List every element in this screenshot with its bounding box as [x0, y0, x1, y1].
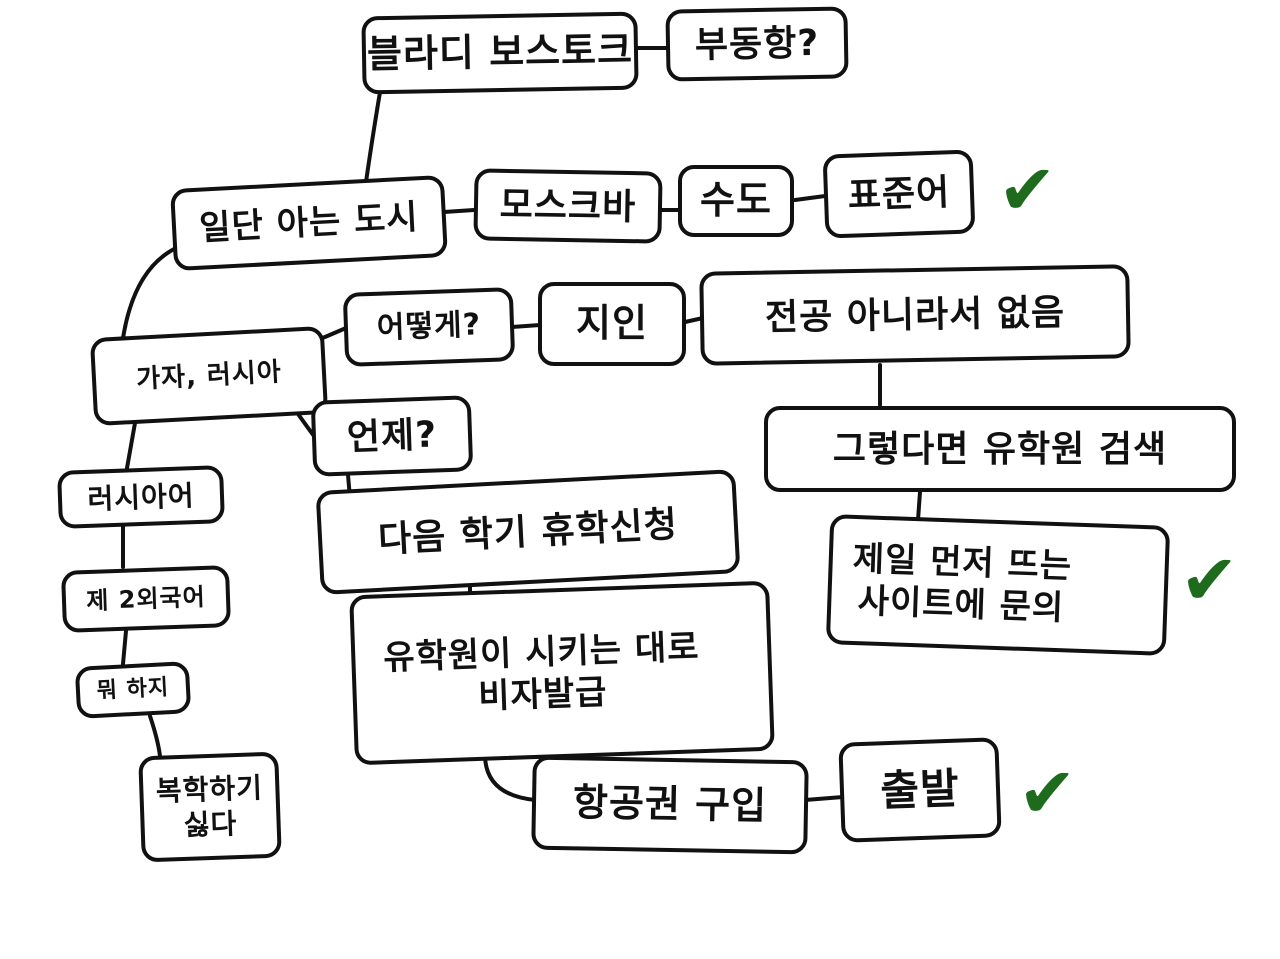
- node-second-language: 제 2외국어: [60, 565, 232, 633]
- node-russian-language: 러시아어: [57, 465, 225, 529]
- node-flight-ticket: 항공권 구입: [531, 755, 809, 855]
- edge-knowncity-goRussia: [120, 246, 178, 347]
- node-how: 어떻게?: [342, 287, 516, 367]
- edge-knowncity-moscow: [442, 208, 476, 214]
- edge-ticket-depart: [803, 795, 845, 802]
- node-not-major: 전공 아니라서 없음: [699, 264, 1131, 366]
- edge-whatdo-return: [148, 714, 162, 758]
- node-return-school: 복학하기 싫다: [138, 751, 282, 863]
- edge-how-acquaintance: [510, 323, 542, 329]
- edge-vladivostok-knowncity: [364, 90, 382, 184]
- checkmark-icon: ✔: [1180, 539, 1239, 621]
- node-known-city: 일단 아는 도시: [170, 174, 448, 272]
- edge-capital-standard: [793, 194, 827, 202]
- node-free-port: 부동항?: [665, 6, 849, 82]
- node-vladivostok: 블라디 보스토크: [361, 11, 639, 95]
- checkmark-icon: ✔: [1018, 752, 1077, 834]
- node-depart: 출발: [838, 737, 1002, 843]
- node-search-agency: 그렇다면 유학원 검색: [764, 406, 1236, 492]
- node-go-russia: 가자, 러시아: [89, 325, 329, 427]
- node-visa: 유학원이 시키는 대로 비자발급: [349, 580, 775, 766]
- edge-search-firstsite: [916, 490, 922, 522]
- node-acquaintance: 지인: [538, 282, 686, 366]
- edge-visa-ticket: [483, 754, 537, 802]
- edge-secondlang-whatdo: [121, 629, 128, 666]
- node-moscow: 모스크바: [473, 168, 663, 244]
- node-leave-application: 다음 학기 휴학신청: [315, 469, 741, 595]
- node-first-site: 제일 먼저 뜨는 사이트에 문의: [825, 514, 1171, 656]
- node-what-to-do: 뭐 하지: [74, 661, 192, 719]
- node-standard-language: 표준어: [822, 149, 976, 239]
- node-when: 언제?: [310, 395, 474, 477]
- edge-goRussia-russian: [125, 421, 137, 470]
- checkmark-icon: ✔: [998, 149, 1057, 231]
- node-capital: 수도: [678, 165, 794, 237]
